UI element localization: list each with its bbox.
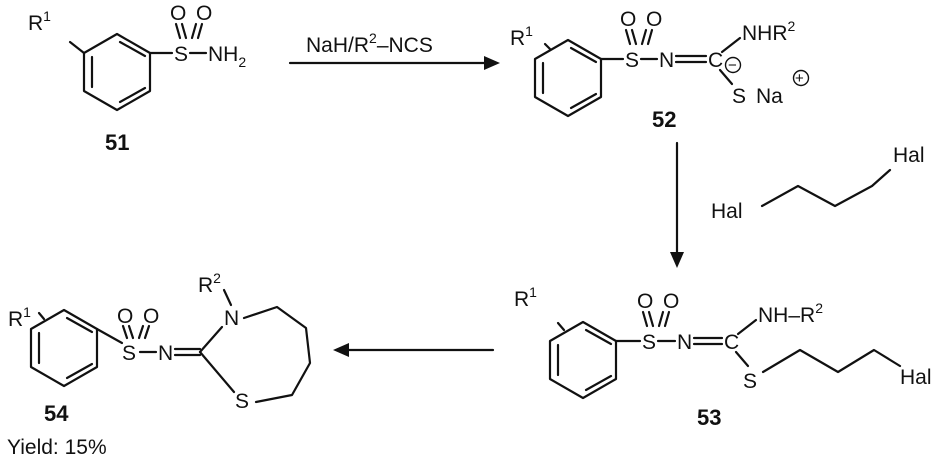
halogen-atom: Hal xyxy=(900,366,932,389)
r1-label: R1 xyxy=(28,8,51,35)
bond-ring-s xyxy=(95,327,124,345)
nh-r2-group: NH–R2 xyxy=(758,300,823,327)
compound-number-54: 54 xyxy=(44,401,69,426)
ring-nitrogen: N xyxy=(224,307,239,330)
sulfur-atom: S xyxy=(625,49,639,72)
n-r2-bond xyxy=(222,288,233,307)
sulfur-atom: S xyxy=(122,342,136,365)
s-o-double-bond xyxy=(121,324,129,340)
s-o-double-bond xyxy=(190,22,198,40)
oxygen-atom: O xyxy=(663,290,679,313)
s-o-double-bond xyxy=(663,310,671,328)
sulfur-atom: S xyxy=(174,43,188,66)
reaction-arrow-3 xyxy=(333,343,495,357)
halogen-bottom: Hal xyxy=(711,200,743,223)
compound-52: R1 S O O N C NHR2 − S Na + 52 xyxy=(510,8,810,132)
ring-bond xyxy=(198,325,224,354)
benzene-ring-51 xyxy=(82,32,152,112)
r-substituent-bond xyxy=(68,40,86,55)
s-o-double-bond xyxy=(641,310,649,328)
oxygen-atom: O xyxy=(620,8,636,31)
aromatic-bond xyxy=(569,46,598,64)
carbon-atom: C xyxy=(708,49,723,72)
nitrogen-atom: N xyxy=(659,49,674,72)
oxygen-atom: O xyxy=(170,2,186,25)
aromatic-bond xyxy=(118,40,147,58)
r1-label: R1 xyxy=(514,284,537,311)
compound-number-52: 52 xyxy=(652,107,676,132)
nh2-group: NH2 xyxy=(208,43,246,70)
oxygen-atom: O xyxy=(637,290,653,313)
s-o-double-bond xyxy=(640,28,648,46)
yield-label: Yield: 15% xyxy=(7,436,107,459)
bond-c-n xyxy=(720,36,742,54)
sulfur-atom: S xyxy=(743,370,757,393)
s-o-double-bond xyxy=(630,28,638,46)
r1-label: R1 xyxy=(8,304,31,331)
r-substituent-bond xyxy=(556,321,566,332)
s-o-double-bond xyxy=(180,22,188,40)
carbon-atom: C xyxy=(724,331,739,354)
compound-54: R1 S O O N N R2 S 54 Yield: 15% xyxy=(7,270,312,459)
aromatic-bond xyxy=(584,374,613,392)
bond-c-s xyxy=(718,68,734,86)
compound-53: R1 S O O N C NH–R2 S Hal 53 xyxy=(514,284,932,430)
oxygen-atom: O xyxy=(196,2,212,25)
oxygen-atom: O xyxy=(117,305,133,328)
benzene-ring-54 xyxy=(29,308,99,388)
positive-charge xyxy=(792,69,810,87)
aromatic-bond xyxy=(118,86,147,104)
aromatic-bond xyxy=(65,316,94,334)
propyl-chain xyxy=(761,348,902,374)
aromatic-bond xyxy=(584,328,613,346)
r-substituent-bond xyxy=(543,42,552,51)
oxygen-atom: O xyxy=(646,8,662,31)
nitrogen-atom: N xyxy=(677,331,692,354)
halogen-top: Hal xyxy=(893,144,925,167)
s-o-double-bond xyxy=(127,324,135,340)
negative-charge xyxy=(724,56,742,74)
s-o-double-bond xyxy=(647,310,655,328)
r1-label: R1 xyxy=(510,23,533,50)
reaction-arrow-2: Hal Hal xyxy=(670,141,925,268)
r2-label: R2 xyxy=(198,270,221,297)
s-o-double-bond xyxy=(174,22,182,40)
s-o-double-bond xyxy=(143,324,151,340)
compound-number-51: 51 xyxy=(105,130,129,155)
ring-sulfur: S xyxy=(235,390,249,413)
nitrogen-atom: N xyxy=(158,342,173,365)
dihalobutane-chain xyxy=(760,168,892,208)
ring-chain xyxy=(242,305,312,404)
s-o-double-bond xyxy=(196,22,204,40)
compound-number-53: 53 xyxy=(697,405,721,430)
aromatic-bond xyxy=(65,362,94,380)
s-o-double-bond xyxy=(646,28,654,46)
compound-51: R1 S O O NH2 51 xyxy=(28,2,246,155)
benzene-ring-53 xyxy=(548,320,618,400)
nhr2-group: NHR2 xyxy=(742,18,796,45)
ring-bond xyxy=(198,350,236,394)
reagent-nah-ncs: NaH/R2–NCS xyxy=(306,30,433,57)
benzene-ring-52 xyxy=(533,38,603,118)
s-o-double-bond xyxy=(624,28,632,46)
sulfur-atom: S xyxy=(642,331,656,354)
s-o-double-bond xyxy=(657,310,665,328)
bond-c-n xyxy=(736,318,758,336)
sulfur-atom: S xyxy=(732,85,746,108)
r-substituent-bond xyxy=(37,311,46,321)
aromatic-bond xyxy=(569,92,598,110)
reaction-arrow-1: NaH/R2–NCS xyxy=(288,30,500,70)
oxygen-atom: O xyxy=(143,305,159,328)
bond-c-s xyxy=(734,350,750,368)
minus-sign: − xyxy=(728,57,737,74)
s-o-double-bond xyxy=(137,324,145,340)
plus-sign: + xyxy=(795,70,804,87)
sodium-counterion: Na xyxy=(756,85,783,108)
